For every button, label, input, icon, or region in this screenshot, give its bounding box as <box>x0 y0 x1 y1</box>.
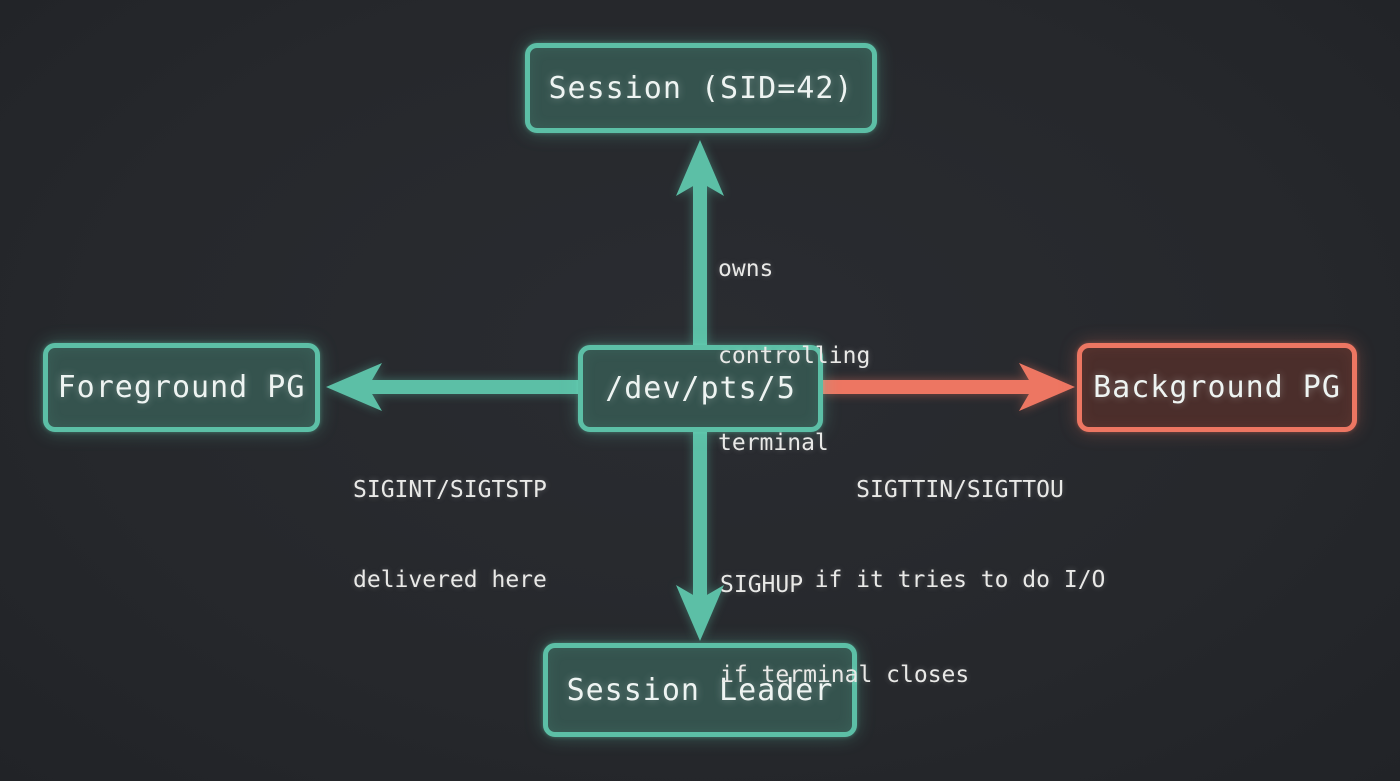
edge-label-sigttin-sigttou: SIGTTIN/SIGTTOU if it tries to do I/O <box>810 415 1110 655</box>
edge-label-line: if terminal closes <box>720 662 970 688</box>
edge-label-line: SIGINT/SIGTSTP <box>353 477 547 503</box>
node-session-leader: Session Leader <box>543 643 857 737</box>
edge-label-owns-controlling-terminal: owns controlling terminal <box>718 197 870 516</box>
arrow-owns-controlling-terminal <box>676 140 724 346</box>
node-background-label: Background PG <box>1093 370 1341 405</box>
arrow-sigint-sigtstp <box>326 363 579 411</box>
edge-label-sigint-sigtstp: SIGINT/SIGTSTP delivered here <box>353 415 547 655</box>
edge-label-line: terminal <box>718 430 829 456</box>
edge-label-line: if it tries to do I/O <box>814 567 1106 593</box>
arrow-sighup <box>676 431 724 641</box>
node-foreground-label: Foreground PG <box>57 370 306 405</box>
node-foreground-pg: Foreground PG <box>43 343 320 432</box>
arrow-sigttin-sigttou <box>822 363 1075 411</box>
edge-label-line: delivered here <box>353 567 547 593</box>
node-session-label: Session (SID=42) <box>548 70 854 106</box>
node-background-pg: Background PG <box>1077 343 1357 432</box>
node-terminal-label: /dev/pts/5 <box>605 371 796 406</box>
edge-label-line: SIGTTIN/SIGTTOU <box>856 477 1064 503</box>
edge-label-line: SIGHUP <box>720 572 804 598</box>
edge-label-sighup: SIGHUP if terminal closes <box>720 510 969 750</box>
node-session: Session (SID=42) <box>525 43 877 133</box>
node-leader-label: Session Leader <box>566 672 834 708</box>
node-controlling-terminal: /dev/pts/5 <box>578 345 823 432</box>
edge-label-line: controlling <box>718 343 871 369</box>
edge-label-line: owns <box>718 256 774 282</box>
